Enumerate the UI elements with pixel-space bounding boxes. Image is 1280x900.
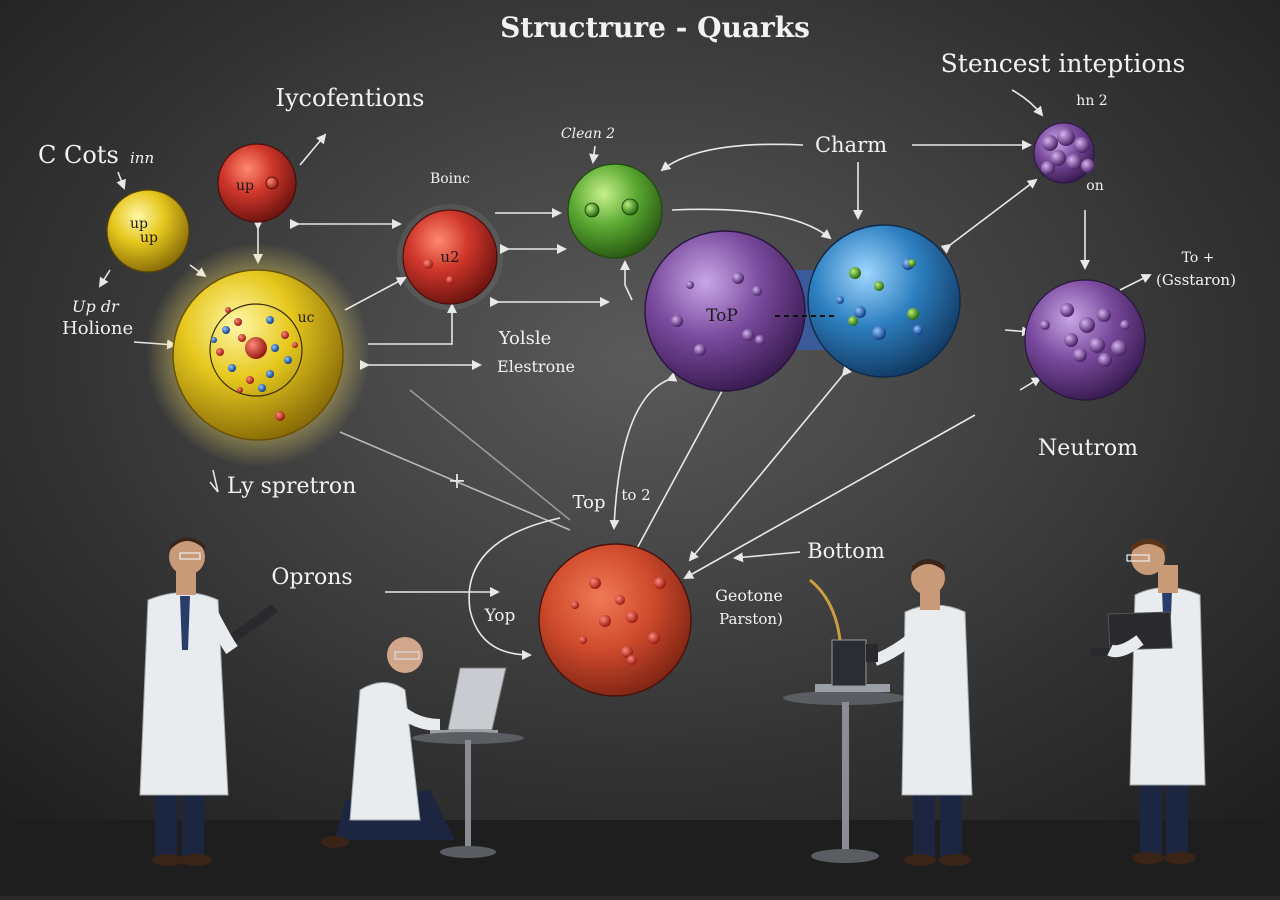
up-red-dot xyxy=(265,176,279,190)
plus-sign: + xyxy=(448,469,466,494)
on-label: on xyxy=(1086,178,1103,194)
u2-red-sphere xyxy=(402,209,498,305)
text-labels: Stencest inteptions Iycofentions C Cots … xyxy=(38,49,1236,628)
diagram-title: Structrure - Quarks xyxy=(500,11,810,44)
up-yellow-label-1: up xyxy=(130,216,148,232)
up-yellow-label-2: up xyxy=(140,230,158,246)
scientist-right xyxy=(1090,539,1206,864)
green-sphere xyxy=(567,163,663,259)
bottom-red-sphere xyxy=(538,543,692,697)
nucleus-orbit xyxy=(209,303,303,397)
scientist-left xyxy=(139,537,278,866)
green-dot-1 xyxy=(584,202,600,218)
to2-label: to 2 xyxy=(621,486,650,504)
yolsle-label: Yolsle xyxy=(498,328,552,349)
floor xyxy=(0,820,1280,896)
yop-label: Yop xyxy=(484,606,516,626)
gsstaron-label: (Gsstaron) xyxy=(1156,271,1236,289)
stencest-inteptions-heading: Stencest inteptions xyxy=(941,49,1186,78)
neutron-dots xyxy=(1040,303,1130,367)
top-label: Top xyxy=(573,492,606,513)
iycofentions-label: Iycofentions xyxy=(275,84,424,112)
bottom-red-dots xyxy=(571,577,666,665)
clean2-label: Clean 2 xyxy=(561,126,615,142)
parston-label: Parston) xyxy=(719,610,783,628)
up-red-label: up xyxy=(236,178,254,194)
scientist-center xyxy=(866,559,973,866)
purple-cluster xyxy=(1033,122,1095,184)
blue-sphere-dots xyxy=(836,258,923,340)
holione-label: Holione xyxy=(62,318,133,339)
neutrom-label: Neutrom xyxy=(1038,436,1138,461)
scientist-center-table xyxy=(783,578,907,863)
hn2-label: hn 2 xyxy=(1076,93,1107,109)
blue-sphere xyxy=(807,224,961,378)
oprons-label: Oprons xyxy=(271,565,352,590)
ly-spretron-label: Ly spretron xyxy=(227,474,356,499)
nucleus-particles xyxy=(211,307,298,421)
uc-label: uc xyxy=(298,310,315,326)
up-yellow-sphere xyxy=(106,189,190,273)
top-sphere-label: ToP xyxy=(706,306,738,326)
bottom-label: Bottom xyxy=(807,539,885,563)
green-dot-2 xyxy=(621,198,639,216)
u2-dot-2 xyxy=(446,276,454,284)
purple-sphere-dots xyxy=(671,272,765,356)
to-plus-label: To + xyxy=(1182,250,1215,266)
c-cots-suffix: inn xyxy=(130,149,154,167)
c-cots-label: C Cots xyxy=(38,141,119,169)
scientist-kneeling xyxy=(321,637,524,858)
neutron-sphere xyxy=(1024,279,1146,401)
elestrone-label: Elestrone xyxy=(497,357,575,376)
up-dr-label: Up dr xyxy=(72,297,120,316)
top-purple-sphere xyxy=(644,230,806,392)
up-red-sphere xyxy=(217,143,297,223)
u2-label: u2 xyxy=(440,248,459,266)
geotone-label: Geotone xyxy=(715,586,783,605)
boinc-label: Boinc xyxy=(430,171,470,187)
charm-label: Charm xyxy=(815,133,887,157)
connector-arrows xyxy=(98,89,1152,660)
u2-dot-1 xyxy=(423,259,433,269)
